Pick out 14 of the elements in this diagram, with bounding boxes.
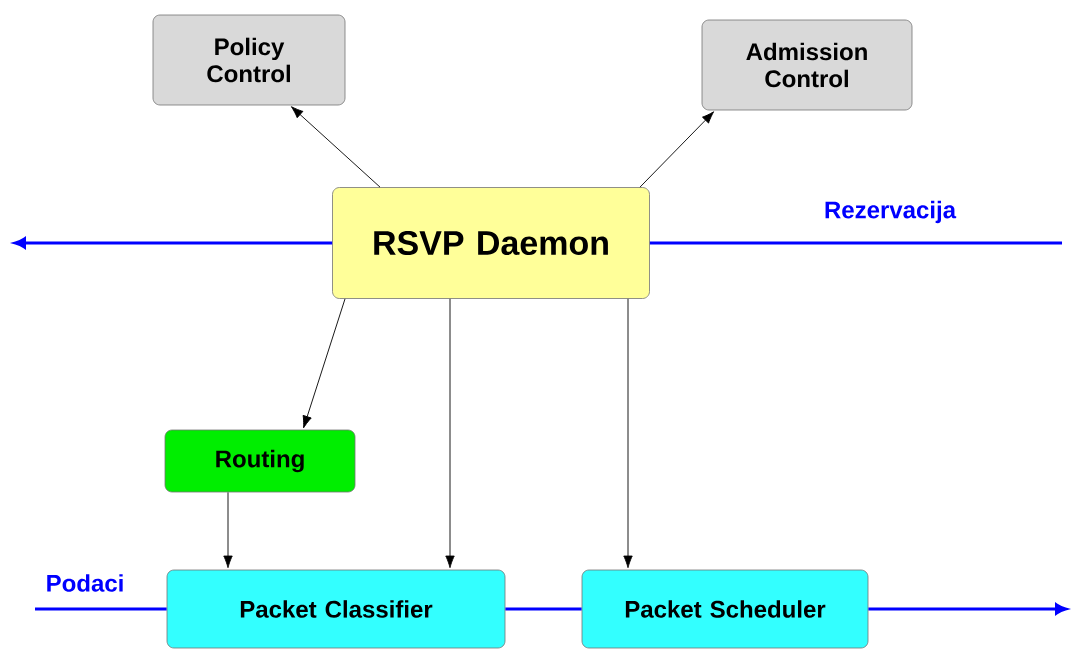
process-box: Packet Classifier (166, 569, 506, 649)
edge-label: Podaci (43, 572, 127, 594)
process-box: RSVP Daemon (332, 187, 650, 299)
edge-label: Rezervacija (821, 198, 959, 226)
arrow (445, 298, 455, 569)
arrow (639, 111, 715, 188)
process-box: Routing (164, 429, 356, 493)
arrow (223, 491, 233, 569)
arrow (623, 298, 633, 569)
arrow (291, 106, 381, 188)
process-box: Packet Scheduler (581, 569, 869, 649)
process-box: Policy Control (152, 14, 346, 106)
process-box: Admission Control (701, 19, 913, 111)
arrow (302, 298, 346, 429)
